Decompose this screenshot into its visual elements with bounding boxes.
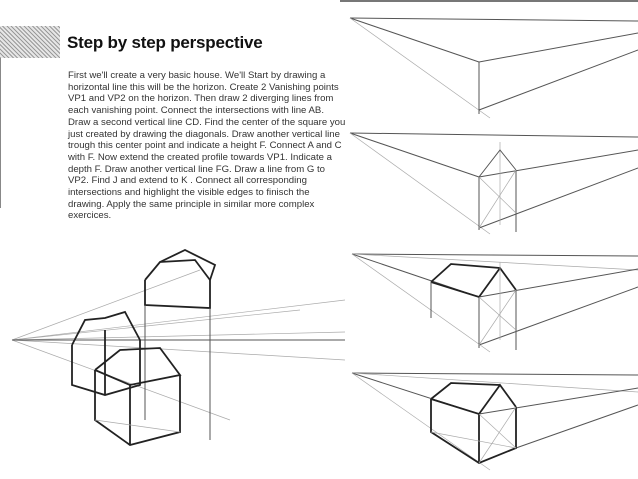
divider [340, 0, 638, 2]
divider [0, 58, 1, 208]
decorative-hatch-block [0, 26, 60, 58]
instructions-text: First we'll create a very basic house. W… [68, 70, 346, 222]
step-3-drawing [351, 253, 638, 353]
perspective-sketch [11, 248, 346, 446]
step-2-drawing [349, 132, 638, 235]
step-1-drawing [349, 17, 638, 119]
page-title: Step by step perspective [67, 33, 263, 52]
step-4-drawing [351, 372, 638, 471]
